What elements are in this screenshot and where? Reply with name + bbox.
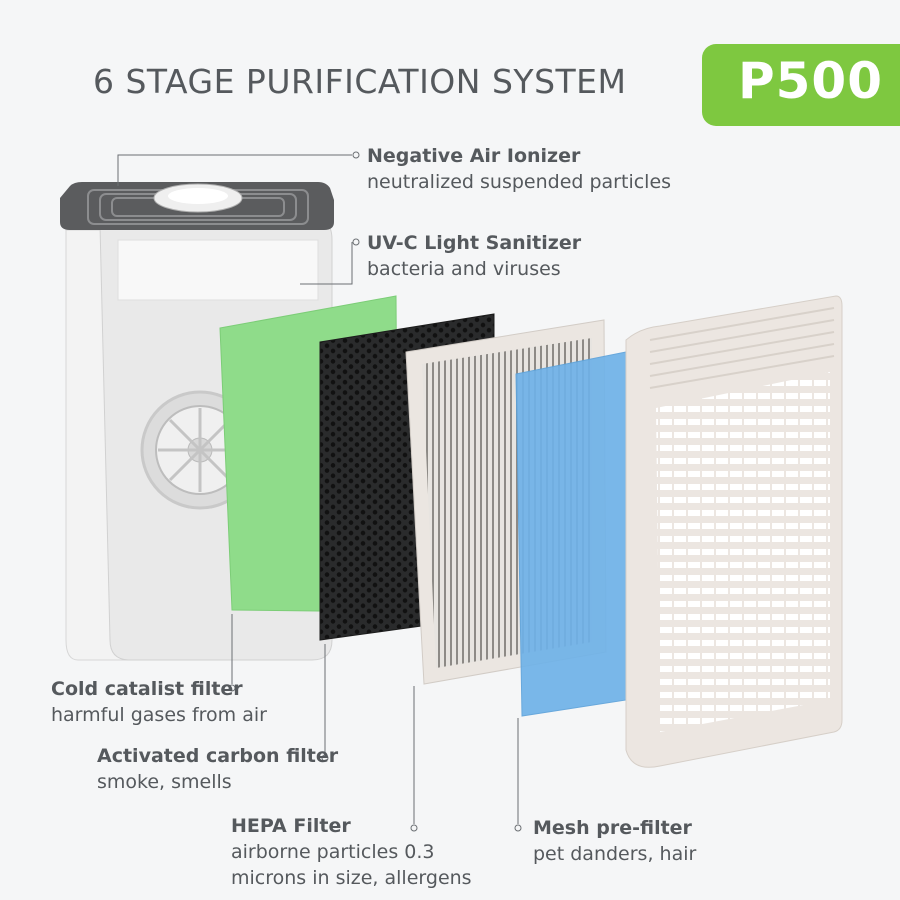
stage-name: HEPA Filter (231, 815, 351, 837)
callout-mesh: Mesh pre-filter pet danders, hair (533, 815, 696, 867)
stage-name: Mesh pre-filter (533, 817, 692, 839)
model-label: P500 (738, 52, 884, 110)
callout-hepa: HEPA Filter airborne particles 0.3 micro… (231, 813, 472, 891)
stage-name: Negative Air Ionizer (367, 145, 581, 167)
callout-cold-catalyst: Cold catalist filter harmful gases from … (51, 676, 267, 728)
stage-desc: airborne particles 0.3 (231, 841, 435, 863)
callout-uvc: UV-C Light Sanitizer bacteria and viruse… (367, 230, 581, 282)
stage-name: UV-C Light Sanitizer (367, 232, 582, 254)
stage-name: Activated carbon filter (97, 745, 339, 767)
leader-lines (117, 151, 522, 832)
front-panel (625, 295, 843, 768)
page-title: 6 STAGE PURIFICATION SYSTEM (93, 62, 627, 101)
stage-desc-line2: microns in size, allergens (231, 867, 472, 889)
stage-desc: bacteria and viruses (367, 258, 561, 280)
stage-desc: pet danders, hair (533, 843, 697, 865)
stage-desc: neutralized suspended particles (367, 171, 672, 193)
mesh-pre-filter (515, 351, 627, 717)
callout-ionizer: Negative Air Ionizer neutralized suspend… (367, 143, 671, 195)
stage-desc: smoke, smells (97, 771, 232, 793)
stage-desc: harmful gases from air (51, 704, 267, 726)
model-badge (702, 44, 900, 126)
stage-name: Cold catalist filter (51, 678, 243, 700)
callout-carbon: Activated carbon filter smoke, smells (97, 743, 338, 795)
top-grille (60, 182, 334, 230)
